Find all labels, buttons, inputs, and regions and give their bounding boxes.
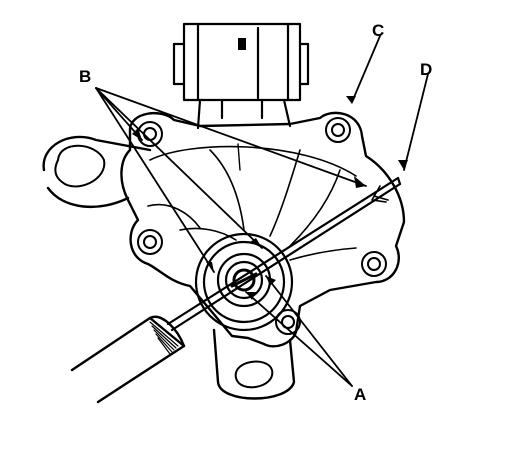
screwdriver-tool <box>70 315 186 404</box>
callout-label-b: B <box>79 67 92 86</box>
bolt-holes <box>137 117 387 335</box>
callout-label-a: A <box>354 385 367 404</box>
central-hub <box>194 232 294 332</box>
lower-stem <box>212 328 296 400</box>
sensor-housing <box>42 111 406 348</box>
connector <box>172 22 310 130</box>
leader-lines <box>95 35 429 387</box>
arrow-heads <box>132 96 408 300</box>
callout-label-d: D <box>420 60 433 79</box>
alignment-rod <box>166 176 402 332</box>
callout-label-c: C <box>372 21 385 40</box>
